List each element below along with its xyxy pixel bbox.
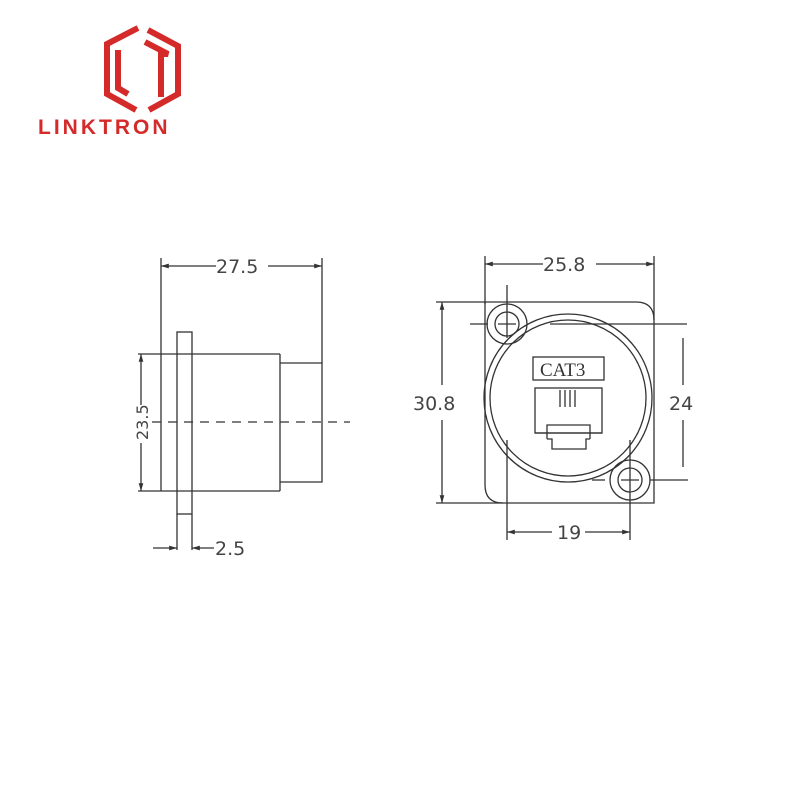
- dim-hole-horizontal-spacing: 19: [557, 522, 581, 544]
- dim-flange-thickness: 2.5: [215, 538, 245, 560]
- dim-panel-height: 30.8: [413, 393, 455, 415]
- side-view: [138, 258, 350, 551]
- dim-panel-width: 25.8: [543, 254, 585, 276]
- linktron-logo-icon: [40, 20, 190, 150]
- front-view: [436, 256, 688, 540]
- cat3-label: CAT3: [540, 360, 585, 381]
- dim-hole-vertical-spacing: 24: [669, 393, 693, 415]
- dim-total-length: 27.5: [216, 256, 258, 278]
- dim-height: 23.5: [133, 404, 152, 440]
- brand-name: LINKTRON: [38, 116, 171, 139]
